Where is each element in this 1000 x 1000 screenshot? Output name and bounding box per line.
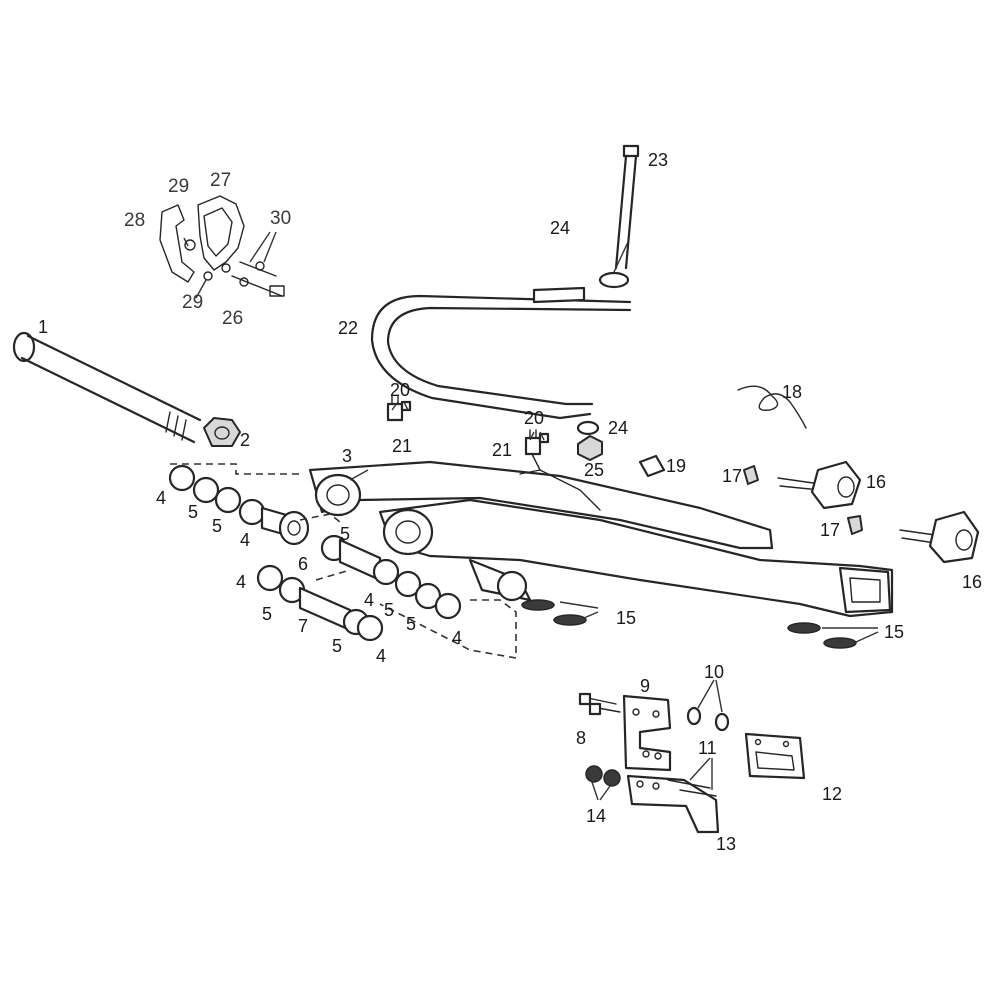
- callout-15b: 15: [884, 622, 904, 642]
- callout-21b: 21: [492, 440, 512, 460]
- grease-fitting-right: [524, 429, 550, 456]
- callout-15a: 15: [616, 608, 636, 628]
- callout-17b: 17: [820, 520, 840, 540]
- callout-6: 6: [298, 554, 308, 574]
- washer-upper: [598, 271, 630, 289]
- callout-20a: 20: [390, 380, 410, 400]
- chain-adjuster-lower: [847, 510, 980, 564]
- spring-18: [737, 385, 807, 429]
- callout-4e: 4: [452, 628, 462, 648]
- callout-16a: 16: [866, 472, 886, 492]
- bushing-19: [638, 454, 666, 478]
- brake-bracket-assembly: [159, 195, 285, 297]
- callout-29a: 29: [168, 176, 189, 197]
- swingarm-axle: [12, 331, 202, 444]
- callout-labels: 1 2 3 4 4 4 4 4 4 5 5 5 5 5 5 5 6 7 8 9 …: [38, 150, 982, 854]
- callout-7: 7: [298, 616, 308, 636]
- pad-15c: [787, 622, 821, 634]
- assembly-guide-3: [379, 599, 517, 659]
- long-bolt: [614, 144, 640, 270]
- pad-15b: [553, 614, 587, 626]
- callout-23: 23: [648, 150, 668, 170]
- callout-27: 27: [210, 170, 231, 191]
- callout-3: 3: [342, 446, 352, 466]
- chain-guide: [370, 286, 632, 420]
- callout-19: 19: [666, 456, 686, 476]
- callout-18: 18: [782, 382, 802, 402]
- callout-14: 14: [586, 806, 606, 826]
- assembly-guide-2: [299, 513, 341, 523]
- callout-21a: 21: [392, 436, 412, 456]
- callout-5g: 5: [340, 524, 350, 544]
- callout-26: 26: [222, 308, 243, 329]
- callout-5d: 5: [384, 600, 394, 620]
- assembly-guide-4: [315, 569, 351, 581]
- callout-4a: 4: [156, 488, 166, 508]
- callout-10: 10: [704, 662, 724, 682]
- callout-1: 1: [38, 317, 48, 337]
- pad-15d: [823, 637, 857, 649]
- callout-5a: 5: [188, 502, 198, 522]
- callout-25: 25: [584, 460, 604, 480]
- callout-5e: 5: [406, 614, 416, 634]
- callout-22: 22: [338, 318, 358, 338]
- callout-9: 9: [640, 676, 650, 696]
- pad-15a: [521, 599, 555, 611]
- callout-5b: 5: [212, 516, 222, 536]
- swingarm-body: [308, 449, 894, 618]
- callout-12: 12: [822, 784, 842, 804]
- callout-4b: 4: [240, 530, 250, 550]
- callout-5c: 5: [262, 604, 272, 624]
- chain-adjuster-upper: [743, 460, 862, 510]
- chain-slider-assembly: [578, 692, 806, 834]
- callout-30: 30: [270, 208, 291, 229]
- nut-25: [577, 435, 603, 461]
- callout-17a: 17: [722, 466, 742, 486]
- callout-24b: 24: [608, 418, 628, 438]
- callout-5f: 5: [332, 636, 342, 656]
- callout-29b: 29: [182, 292, 203, 313]
- callout-8: 8: [576, 728, 586, 748]
- callout-11: 11: [698, 738, 717, 758]
- leader-lines: [183, 231, 879, 801]
- callout-4c: 4: [236, 572, 246, 592]
- callout-4f: 4: [376, 646, 386, 666]
- callout-2: 2: [240, 430, 250, 450]
- callout-13: 13: [716, 834, 736, 854]
- callout-24a: 24: [550, 218, 570, 238]
- callout-16b: 16: [962, 572, 982, 592]
- pivot-bearings: [168, 464, 462, 642]
- washer-lower: [576, 420, 600, 436]
- callout-4d: 4: [364, 590, 374, 610]
- axle-nut: [203, 417, 241, 447]
- assembly-guide-1: [170, 463, 300, 475]
- callout-28: 28: [124, 210, 145, 231]
- callout-20b: 20: [524, 408, 544, 428]
